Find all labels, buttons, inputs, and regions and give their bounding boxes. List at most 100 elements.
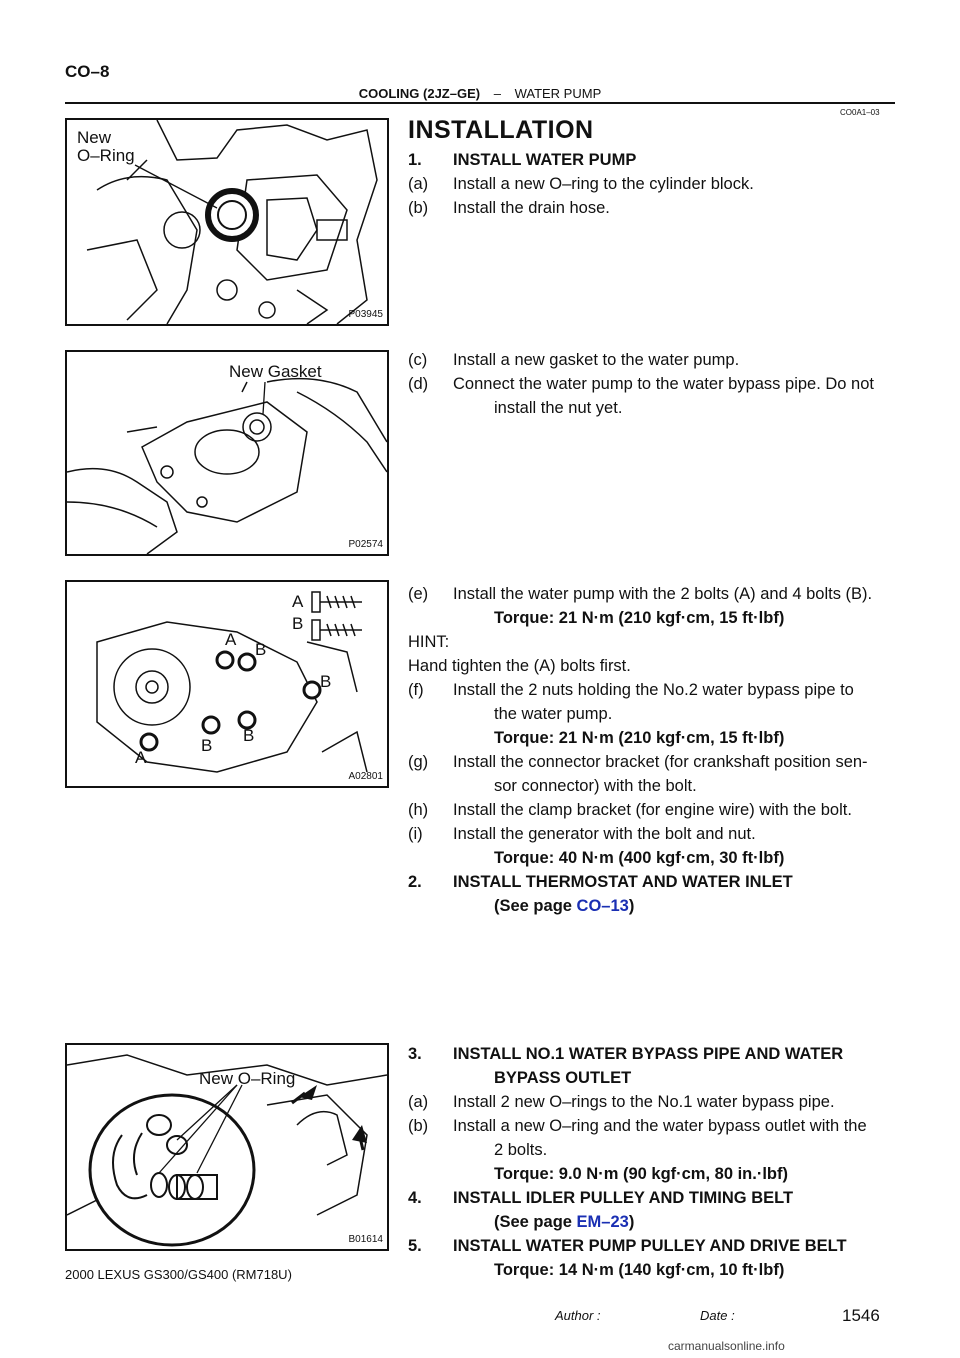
step-text: INSTALL IDLER PULLEY AND TIMING BELT (453, 1188, 793, 1208)
page-reference-link[interactable]: CO–13 (576, 897, 629, 915)
step-text: Install 2 new O–rings to the No.1 water … (453, 1092, 835, 1112)
step-number: (h) (408, 801, 429, 819)
step-text-main: INSTALL WATER PUMP (453, 151, 637, 169)
step-text: (See page EM–23) (494, 1212, 634, 1232)
step-text: INSTALL WATER PUMP (453, 150, 636, 170)
step-number: 5. (408, 1237, 422, 1255)
step-text-main: Hand tighten the (A) bolts first. (408, 657, 631, 675)
fig1-label-new: New (77, 128, 112, 147)
step-text: INSTALL NO.1 WATER BYPASS PIPE AND WATER (453, 1044, 843, 1064)
step-text-main: the water pump. (494, 705, 613, 723)
step-text: sor connector) with the bolt. (494, 776, 697, 796)
step-text-main: HINT: (408, 633, 450, 651)
step-text: install the nut yet. (494, 398, 622, 418)
step-text-main: BYPASS OUTLET (494, 1069, 632, 1087)
step-text-main: Install the drain hose. (453, 199, 610, 217)
step-text: Connect the water pump to the water bypa… (453, 374, 874, 394)
watermark: carmanualsonline.info (668, 1339, 785, 1353)
step-text-main: Install the connector bracket (for crank… (453, 753, 868, 771)
fig3-label-b-right: B (320, 672, 332, 691)
step-text-main: Install 2 new O–rings to the No.1 water … (453, 1093, 835, 1111)
step-text: the water pump. (494, 704, 612, 724)
step-text: Install the drain hose. (453, 198, 610, 218)
step-text-after: ) (628, 897, 635, 915)
step-text: 2 bolts. (494, 1140, 547, 1160)
step-text-main: Torque: 40 N·m (400 kgf·cm, 30 ft·lbf) (494, 849, 785, 867)
figure-2: New Gasket P02574 (65, 350, 389, 556)
step-text: (See page CO–13) (494, 896, 634, 916)
step-text-main: (See page (494, 1213, 577, 1231)
section-code: CO0A1–03 (840, 108, 880, 117)
header-rule (65, 102, 895, 104)
step-number: (i) (408, 825, 423, 843)
step-text-main: Install the generator with the bolt and … (453, 825, 756, 843)
step-text-main: Connect the water pump to the water bypa… (453, 375, 874, 393)
figure-3: A B A B B A B B A02801 (65, 580, 389, 788)
step-text: BYPASS OUTLET (494, 1068, 631, 1088)
fig3-label-a-top: A (292, 592, 304, 611)
step-text: Install a new gasket to the water pump. (453, 350, 739, 370)
step-text: Install the clamp bracket (for engine wi… (453, 800, 852, 820)
step-number: (b) (408, 199, 429, 217)
fig3-code: A02801 (348, 771, 383, 782)
step-text: INSTALL THERMOSTAT AND WATER INLET (453, 872, 793, 892)
step-text: Torque: 40 N·m (400 kgf·cm, 30 ft·lbf) (494, 848, 784, 868)
step-text-main: Install a new O–ring to the cylinder blo… (453, 175, 754, 193)
step-number: 3. (408, 1045, 422, 1063)
fig3-label-b-top: B (292, 614, 304, 633)
step-text: Install the connector bracket (for crank… (453, 752, 868, 772)
step-text-main: 2 bolts. (494, 1141, 548, 1159)
step-text-main: Install the 2 nuts holding the No.2 wate… (453, 681, 854, 699)
step-number: (d) (408, 375, 429, 393)
step-number: 2. (408, 873, 422, 891)
header-separator: – (493, 86, 501, 101)
step-number: (f) (408, 681, 424, 699)
step-text: HINT: (408, 632, 449, 652)
page-number: 1546 (842, 1306, 880, 1325)
step-text-main: Install the water pump with the 2 bolts … (453, 585, 873, 603)
step-text: Install a new O–ring to the cylinder blo… (453, 174, 754, 194)
fig4-code: B01614 (348, 1234, 383, 1245)
footer-model: 2000 LEXUS GS300/GS400 (RM718U) (65, 1267, 292, 1282)
step-text-main: INSTALL THERMOSTAT AND WATER INLET (453, 873, 793, 891)
fig3-label-a-bottom: A (135, 748, 147, 767)
step-number: (c) (408, 351, 428, 369)
water-pump-bolts-illustration (96, 591, 368, 773)
step-text: Install the water pump with the 2 bolts … (453, 584, 872, 604)
step-text-main: Torque: 21 N·m (210 kgf·cm, 15 ft·lbf) (494, 609, 785, 627)
step-text-main: Install the clamp bracket (for engine wi… (453, 801, 852, 819)
step-text: Hand tighten the (A) bolts first. (408, 656, 631, 676)
header-title: COOLING (2JZ–GE) – WATER PUMP (0, 86, 960, 101)
engine-block-illustration (86, 120, 378, 324)
step-text-main: INSTALL IDLER PULLEY AND TIMING BELT (453, 1189, 794, 1207)
author-label: Author : (555, 1308, 601, 1323)
fig2-label-new-gasket: New Gasket (229, 362, 322, 381)
gasket-install-illustration (67, 377, 387, 554)
figure-1: New O–Ring P03945 (65, 118, 389, 326)
fig4-label-new-oring: New O–Ring (199, 1069, 296, 1088)
step-number: (e) (408, 585, 429, 603)
page-id: CO–8 (65, 62, 110, 81)
date-label: Date : (700, 1308, 735, 1323)
step-text: Install the generator with the bolt and … (453, 824, 756, 844)
step-text-main: INSTALL WATER PUMP PULLEY AND DRIVE BELT (453, 1237, 847, 1255)
step-text: Install a new O–ring and the water bypas… (453, 1116, 867, 1136)
step-number: (a) (408, 175, 429, 193)
step-text-main: Torque: 21 N·m (210 kgf·cm, 15 ft·lbf) (494, 729, 785, 747)
step-text: INSTALL WATER PUMP PULLEY AND DRIVE BELT (453, 1236, 847, 1256)
step-text-main: install the nut yet. (494, 399, 623, 417)
step-text-main: (See page (494, 897, 577, 915)
step-text-main: Torque: 9.0 N·m (90 kgf·cm, 80 in.·lbf) (494, 1165, 788, 1183)
bypass-pipe-illustration (67, 1054, 387, 1247)
fig3-label-b-bottom1: B (201, 736, 213, 755)
step-text-main: Install a new O–ring and the water bypas… (453, 1117, 867, 1135)
page-reference-link[interactable]: EM–23 (576, 1213, 629, 1231)
step-text-main: INSTALL NO.1 WATER BYPASS PIPE AND WATER (453, 1045, 844, 1063)
step-text: Install the 2 nuts holding the No.2 wate… (453, 680, 854, 700)
step-text-after: ) (628, 1213, 635, 1231)
step-number: 1. (408, 151, 422, 169)
step-number: (g) (408, 753, 429, 771)
fig1-label-oring: O–Ring (77, 146, 135, 165)
fig2-code: P02574 (348, 539, 383, 550)
step-text: Torque: 9.0 N·m (90 kgf·cm, 80 in.·lbf) (494, 1164, 788, 1184)
